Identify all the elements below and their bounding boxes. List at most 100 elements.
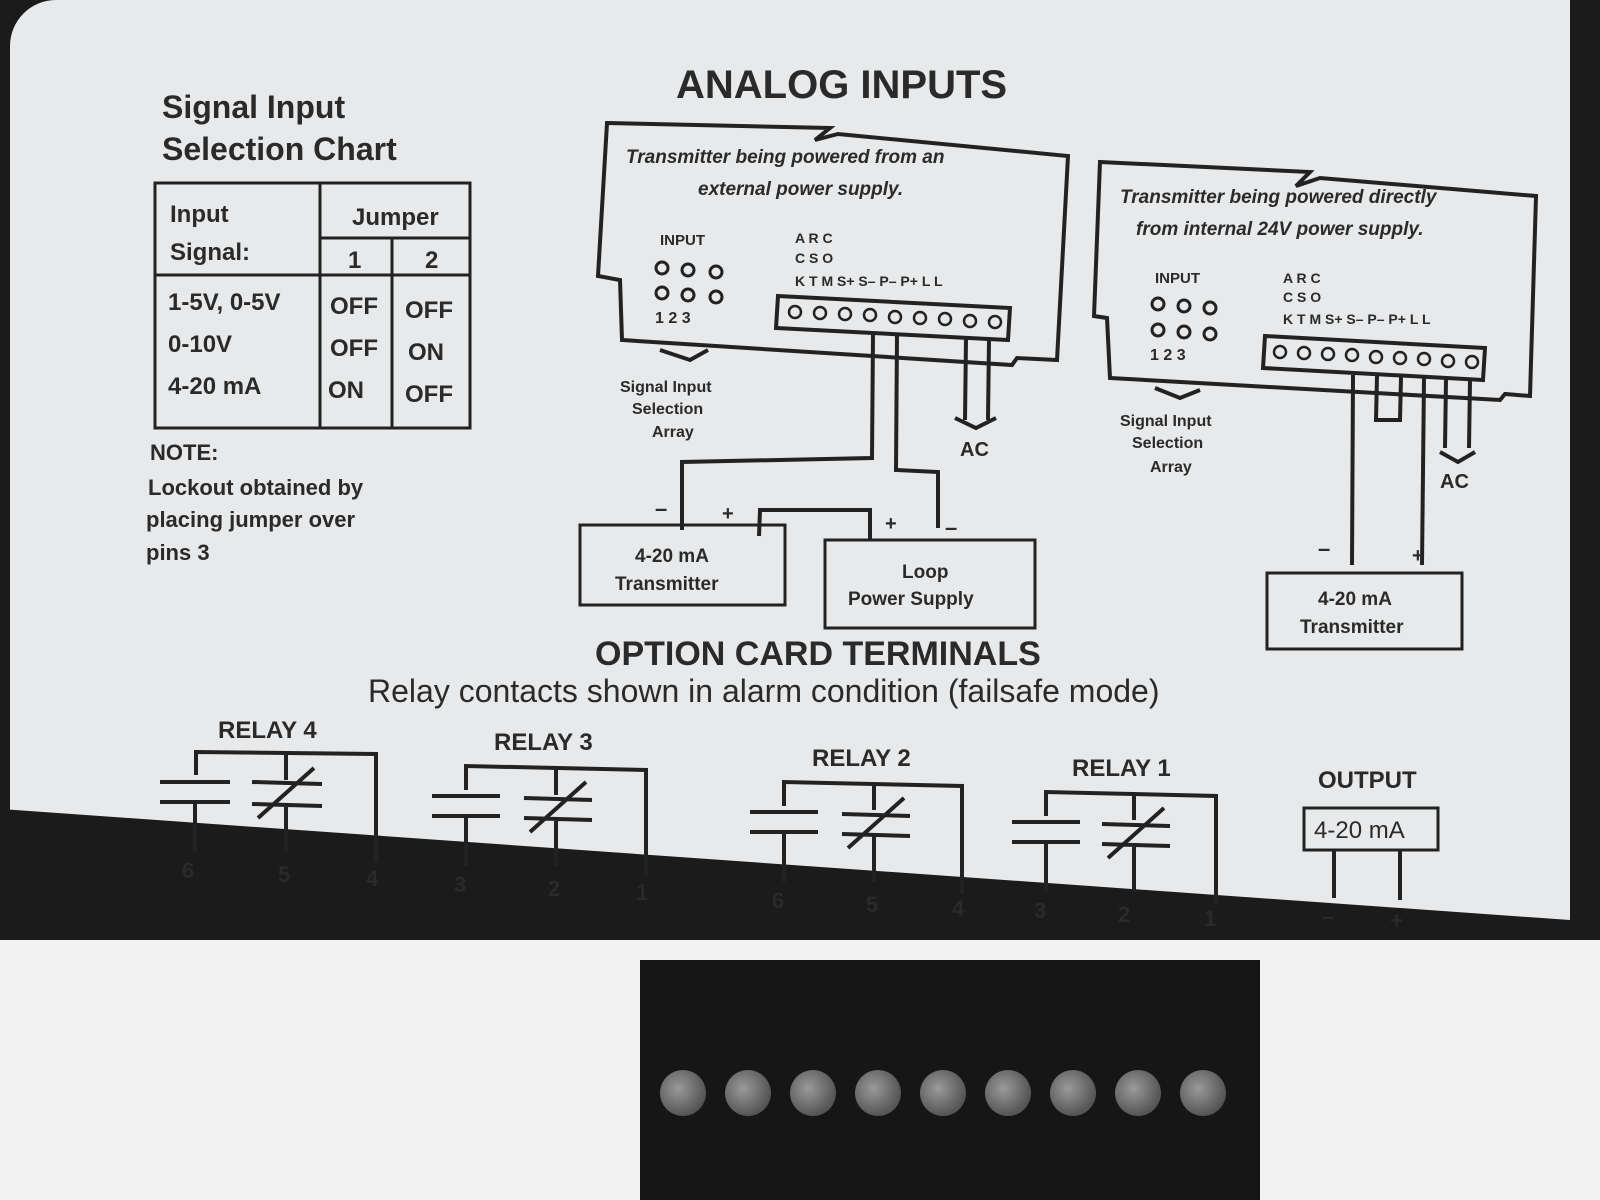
loop-supply-box — [823, 538, 1037, 630]
chart-row-j2: OFF — [405, 381, 453, 408]
relay-pin: 1 — [1204, 906, 1216, 931]
terminal-screw — [920, 1070, 966, 1116]
relay-pin: 6 — [772, 888, 784, 913]
chart-col-jumper: Jumper — [352, 204, 439, 231]
plus-sign: + — [885, 513, 897, 535]
relay-pin: 6 — [182, 858, 194, 883]
pin-numbers: 1 2 3 — [1150, 347, 1186, 364]
selection-chart: Signal Input Selection Chart Input Signa… — [146, 89, 472, 565]
input-label: INPUT — [1155, 270, 1200, 287]
terminal-screw — [985, 1070, 1031, 1116]
option-subtitle: Relay contacts shown in alarm condition … — [368, 673, 1159, 709]
transmitter-label-2: Transmitter — [615, 574, 719, 595]
transmitter-box — [578, 523, 787, 607]
analog-title: ANALOG INPUTS — [676, 63, 1007, 107]
terminal-screw — [1180, 1070, 1226, 1116]
relay-4: RELAY 4 6 5 4 — [160, 717, 379, 891]
terminal-row3: K T M S+ S– P– P+ L L — [795, 273, 943, 289]
option-title: OPTION CARD TERMINALS — [595, 635, 1041, 673]
minus-sign: – — [1318, 536, 1330, 561]
diagram-internal-supply: Transmitter being powered directly from … — [1091, 159, 1539, 651]
pin-numbers: 1 2 3 — [655, 310, 691, 327]
terminal-row2: C S O — [795, 250, 833, 266]
relay-label: RELAY 2 — [812, 745, 911, 772]
output-minus: – — [1322, 904, 1334, 929]
terminal-screw — [1115, 1070, 1161, 1116]
transmitter-label-2: Transmitter — [1300, 617, 1404, 638]
left-caption-line2: external power supply. — [698, 179, 903, 200]
array-label-2: Selection — [1132, 435, 1203, 452]
terminal-screw — [725, 1070, 771, 1116]
terminal-row1: A R C — [1283, 270, 1321, 286]
output-box-label: 4-20 mA — [1314, 817, 1405, 844]
chart-row-j1: OFF — [330, 293, 378, 320]
array-label-1: Signal Input — [620, 379, 712, 396]
chart-row-j2: ON — [408, 339, 444, 366]
chart-note-line: placing jumper over — [146, 507, 355, 532]
ac-label: AC — [960, 439, 989, 461]
transmitter-label-1: 4-20 mA — [635, 546, 709, 567]
right-caption-line2: from internal 24V power supply. — [1136, 219, 1424, 240]
chart-title-line1: Signal Input — [162, 89, 345, 125]
plus-sign: + — [722, 503, 734, 525]
chart-note-line: Lockout obtained by — [148, 475, 364, 500]
relay-label: RELAY 1 — [1072, 755, 1171, 782]
relay-pin: 3 — [454, 872, 466, 897]
array-label-3: Array — [652, 424, 694, 441]
relay-label: RELAY 3 — [494, 729, 593, 756]
relay-pin: 3 — [1034, 898, 1046, 923]
terminal-row3: K T M S+ S– P– P+ L L — [1283, 311, 1431, 327]
output-label: OUTPUT — [1318, 767, 1417, 794]
chart-col-input: Input — [170, 201, 229, 228]
chart-note-label: NOTE: — [150, 440, 218, 465]
relay-1: RELAY 1 3 2 1 — [1012, 755, 1218, 931]
terminal-screw — [790, 1070, 836, 1116]
output-plus: + — [1390, 908, 1403, 933]
minus-sign: – — [655, 496, 667, 521]
relay-2: RELAY 2 6 5 4 — [750, 745, 965, 921]
relay-pin: 4 — [366, 866, 379, 891]
input-label: INPUT — [660, 232, 705, 249]
array-label-1: Signal Input — [1120, 413, 1212, 430]
array-label-2: Selection — [632, 401, 703, 418]
terminal-row2: C S O — [1283, 289, 1321, 305]
chart-row-j1: OFF — [330, 335, 378, 362]
relay-pin: 5 — [278, 862, 290, 887]
relay-pin: 1 — [636, 880, 648, 905]
relay-pin: 2 — [548, 876, 560, 901]
relay-pin: 4 — [952, 896, 965, 921]
terminal-screw — [660, 1070, 706, 1116]
chart-table-border — [153, 181, 472, 430]
chart-row-j2: OFF — [405, 297, 453, 324]
diagram-external-supply: Transmitter being powered from an extern… — [578, 120, 1071, 630]
chart-row-signal: 4-20 mA — [168, 373, 261, 400]
right-caption-line1: Transmitter being powered directly — [1120, 187, 1438, 208]
relay-pin: 2 — [1118, 902, 1130, 927]
array-label-3: Array — [1150, 459, 1192, 476]
terminal-screw — [855, 1070, 901, 1116]
terminal-screw — [1050, 1070, 1096, 1116]
transmitter-label-1: 4-20 mA — [1318, 589, 1392, 610]
left-caption-line1: Transmitter being powered from an — [626, 147, 944, 168]
transmitter-box — [1265, 571, 1464, 651]
chart-row-signal: 0-10V — [168, 331, 232, 358]
chart-jumper-2: 2 — [425, 247, 438, 274]
relay-pin: 5 — [866, 892, 878, 917]
terminal-row1: A R C — [795, 230, 833, 246]
output-terminal: OUTPUT 4-20 mA – + — [1302, 767, 1440, 933]
minus-sign: – — [945, 515, 957, 540]
relay-3: RELAY 3 3 2 1 — [432, 729, 648, 905]
ac-label: AC — [1440, 471, 1469, 493]
chart-jumper-1: 1 — [348, 247, 361, 274]
chart-title-line2: Selection Chart — [162, 131, 397, 167]
chart-col-signal: Signal: — [170, 239, 250, 266]
chart-row-signal: 1-5V, 0-5V — [168, 289, 281, 316]
output-box — [1302, 806, 1440, 852]
relay-label: RELAY 4 — [218, 717, 317, 744]
chart-note-line: pins 3 — [146, 540, 210, 565]
loop-label-1: Loop — [902, 562, 948, 583]
loop-label-2: Power Supply — [848, 589, 974, 610]
plus-sign: + — [1412, 545, 1424, 567]
chart-row-j1: ON — [328, 377, 364, 404]
